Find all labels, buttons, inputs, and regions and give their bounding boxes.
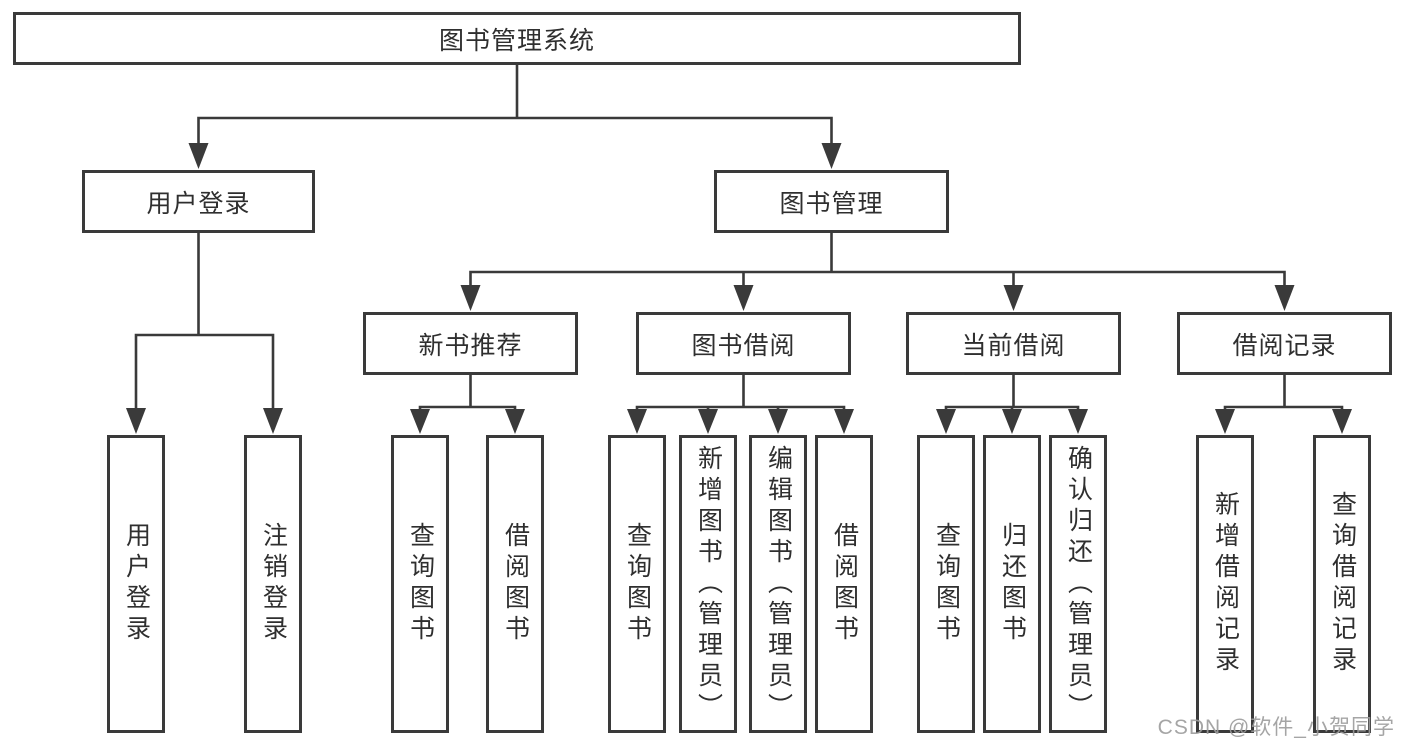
node-leaf-user-login: 用户登录 <box>107 435 165 733</box>
leaf-label: 借阅图书 <box>501 522 530 646</box>
node-leaf-borrow-books-recommend: 借阅图书 <box>486 435 544 733</box>
node-branch-book-management: 图书管理 <box>714 170 949 233</box>
node-leaf-add-borrow-record: 新增借阅记录 <box>1196 435 1254 733</box>
node-group-new-book-recommend: 新书推荐 <box>363 312 578 375</box>
node-leaf-confirm-return-admin: 确认归还（管理员） <box>1049 435 1107 733</box>
node-root: 图书管理系统 <box>13 12 1021 65</box>
leaf-label: 查询图书 <box>406 522 435 646</box>
node-leaf-add-books-admin: 新增图书（管理员） <box>679 435 737 733</box>
node-leaf-query-borrow-record: 查询借阅记录 <box>1313 435 1371 733</box>
leaf-label: 新增借阅记录 <box>1211 491 1240 677</box>
watermark: CSDN @软件_小贺同学 <box>1157 716 1395 739</box>
connector-current-to-leaves <box>944 373 1080 412</box>
connector-root-to-branches <box>197 63 833 146</box>
connector-records-to-leaves <box>1223 373 1344 412</box>
node-leaf-logout: 注销登录 <box>244 435 302 733</box>
node-leaf-return-books: 归还图书 <box>983 435 1041 733</box>
leaf-label: 注销登录 <box>259 522 288 646</box>
leaf-label: 查询图书 <box>623 522 652 646</box>
node-leaf-query-books-borrow: 查询图书 <box>608 435 666 733</box>
leaf-label: 编辑图书（管理员） <box>764 444 793 724</box>
node-group-current-borrow: 当前借阅 <box>906 312 1121 375</box>
leaf-label: 查询图书 <box>932 522 961 646</box>
node-group-borrow-records: 借阅记录 <box>1177 312 1392 375</box>
node-leaf-query-books-current: 查询图书 <box>917 435 975 733</box>
node-leaf-query-books-recommend: 查询图书 <box>391 435 449 733</box>
leaf-label: 归还图书 <box>998 522 1027 646</box>
connector-book-mgmt-to-groups <box>469 231 1286 288</box>
connector-borrow-to-leaves <box>635 373 846 412</box>
node-leaf-borrow-books: 借阅图书 <box>815 435 873 733</box>
leaf-label: 用户登录 <box>122 522 151 646</box>
leaf-label: 查询借阅记录 <box>1328 491 1357 677</box>
connector-user-login-to-leaves <box>134 231 275 411</box>
leaf-label: 新增图书（管理员） <box>694 444 723 724</box>
connector-recommend-to-leaves <box>418 373 517 412</box>
node-leaf-edit-books-admin: 编辑图书（管理员） <box>749 435 807 733</box>
node-branch-user-login: 用户登录 <box>82 170 315 233</box>
arrowheads <box>126 143 1352 434</box>
leaf-label: 确认归还（管理员） <box>1064 444 1093 724</box>
node-group-book-borrow: 图书借阅 <box>636 312 851 375</box>
leaf-label: 借阅图书 <box>830 522 859 646</box>
